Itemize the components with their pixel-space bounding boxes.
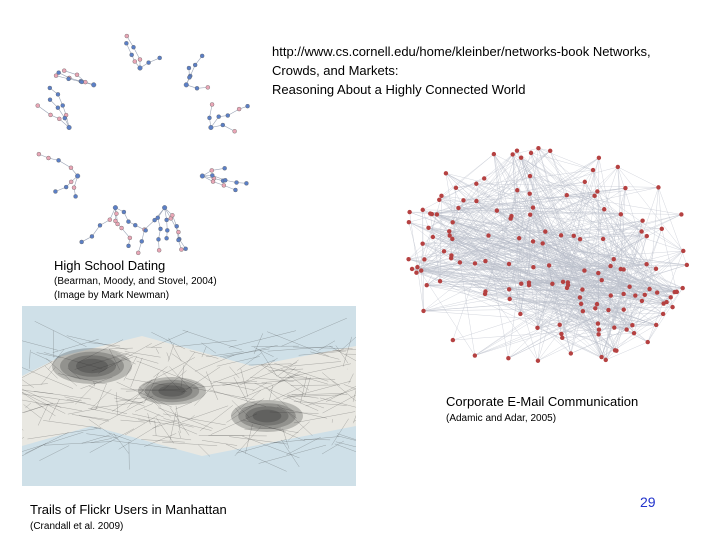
page-number: 29 bbox=[640, 494, 656, 510]
email-network-figure bbox=[398, 140, 698, 372]
dating-source-2: (Image by Mark Newman) bbox=[54, 289, 169, 303]
flickr-map-figure bbox=[22, 306, 356, 486]
email-network-image bbox=[398, 140, 698, 372]
flickr-caption: Trails of Flickr Users in Manhattan bbox=[30, 502, 227, 518]
email-source: (Adamic and Adar, 2005) bbox=[446, 412, 556, 426]
dating-network-image bbox=[28, 28, 252, 258]
email-caption: Corporate E-Mail Communication bbox=[446, 394, 638, 410]
book-title-line: Crowds, and Markets: bbox=[272, 61, 712, 80]
dating-source-1: (Bearman, Moody, and Stovel, 2004) bbox=[54, 275, 217, 289]
book-reference: http://www.cs.cornell.edu/home/kleinber/… bbox=[272, 42, 712, 99]
book-url-line: http://www.cs.cornell.edu/home/kleinber/… bbox=[272, 42, 712, 61]
dating-caption: High School Dating bbox=[54, 258, 165, 274]
book-subtitle-line: Reasoning About a Highly Connected World bbox=[272, 80, 712, 99]
flickr-source: (Crandall et al. 2009) bbox=[30, 520, 123, 534]
dating-network-figure bbox=[28, 28, 252, 258]
flickr-map-image bbox=[22, 306, 356, 486]
